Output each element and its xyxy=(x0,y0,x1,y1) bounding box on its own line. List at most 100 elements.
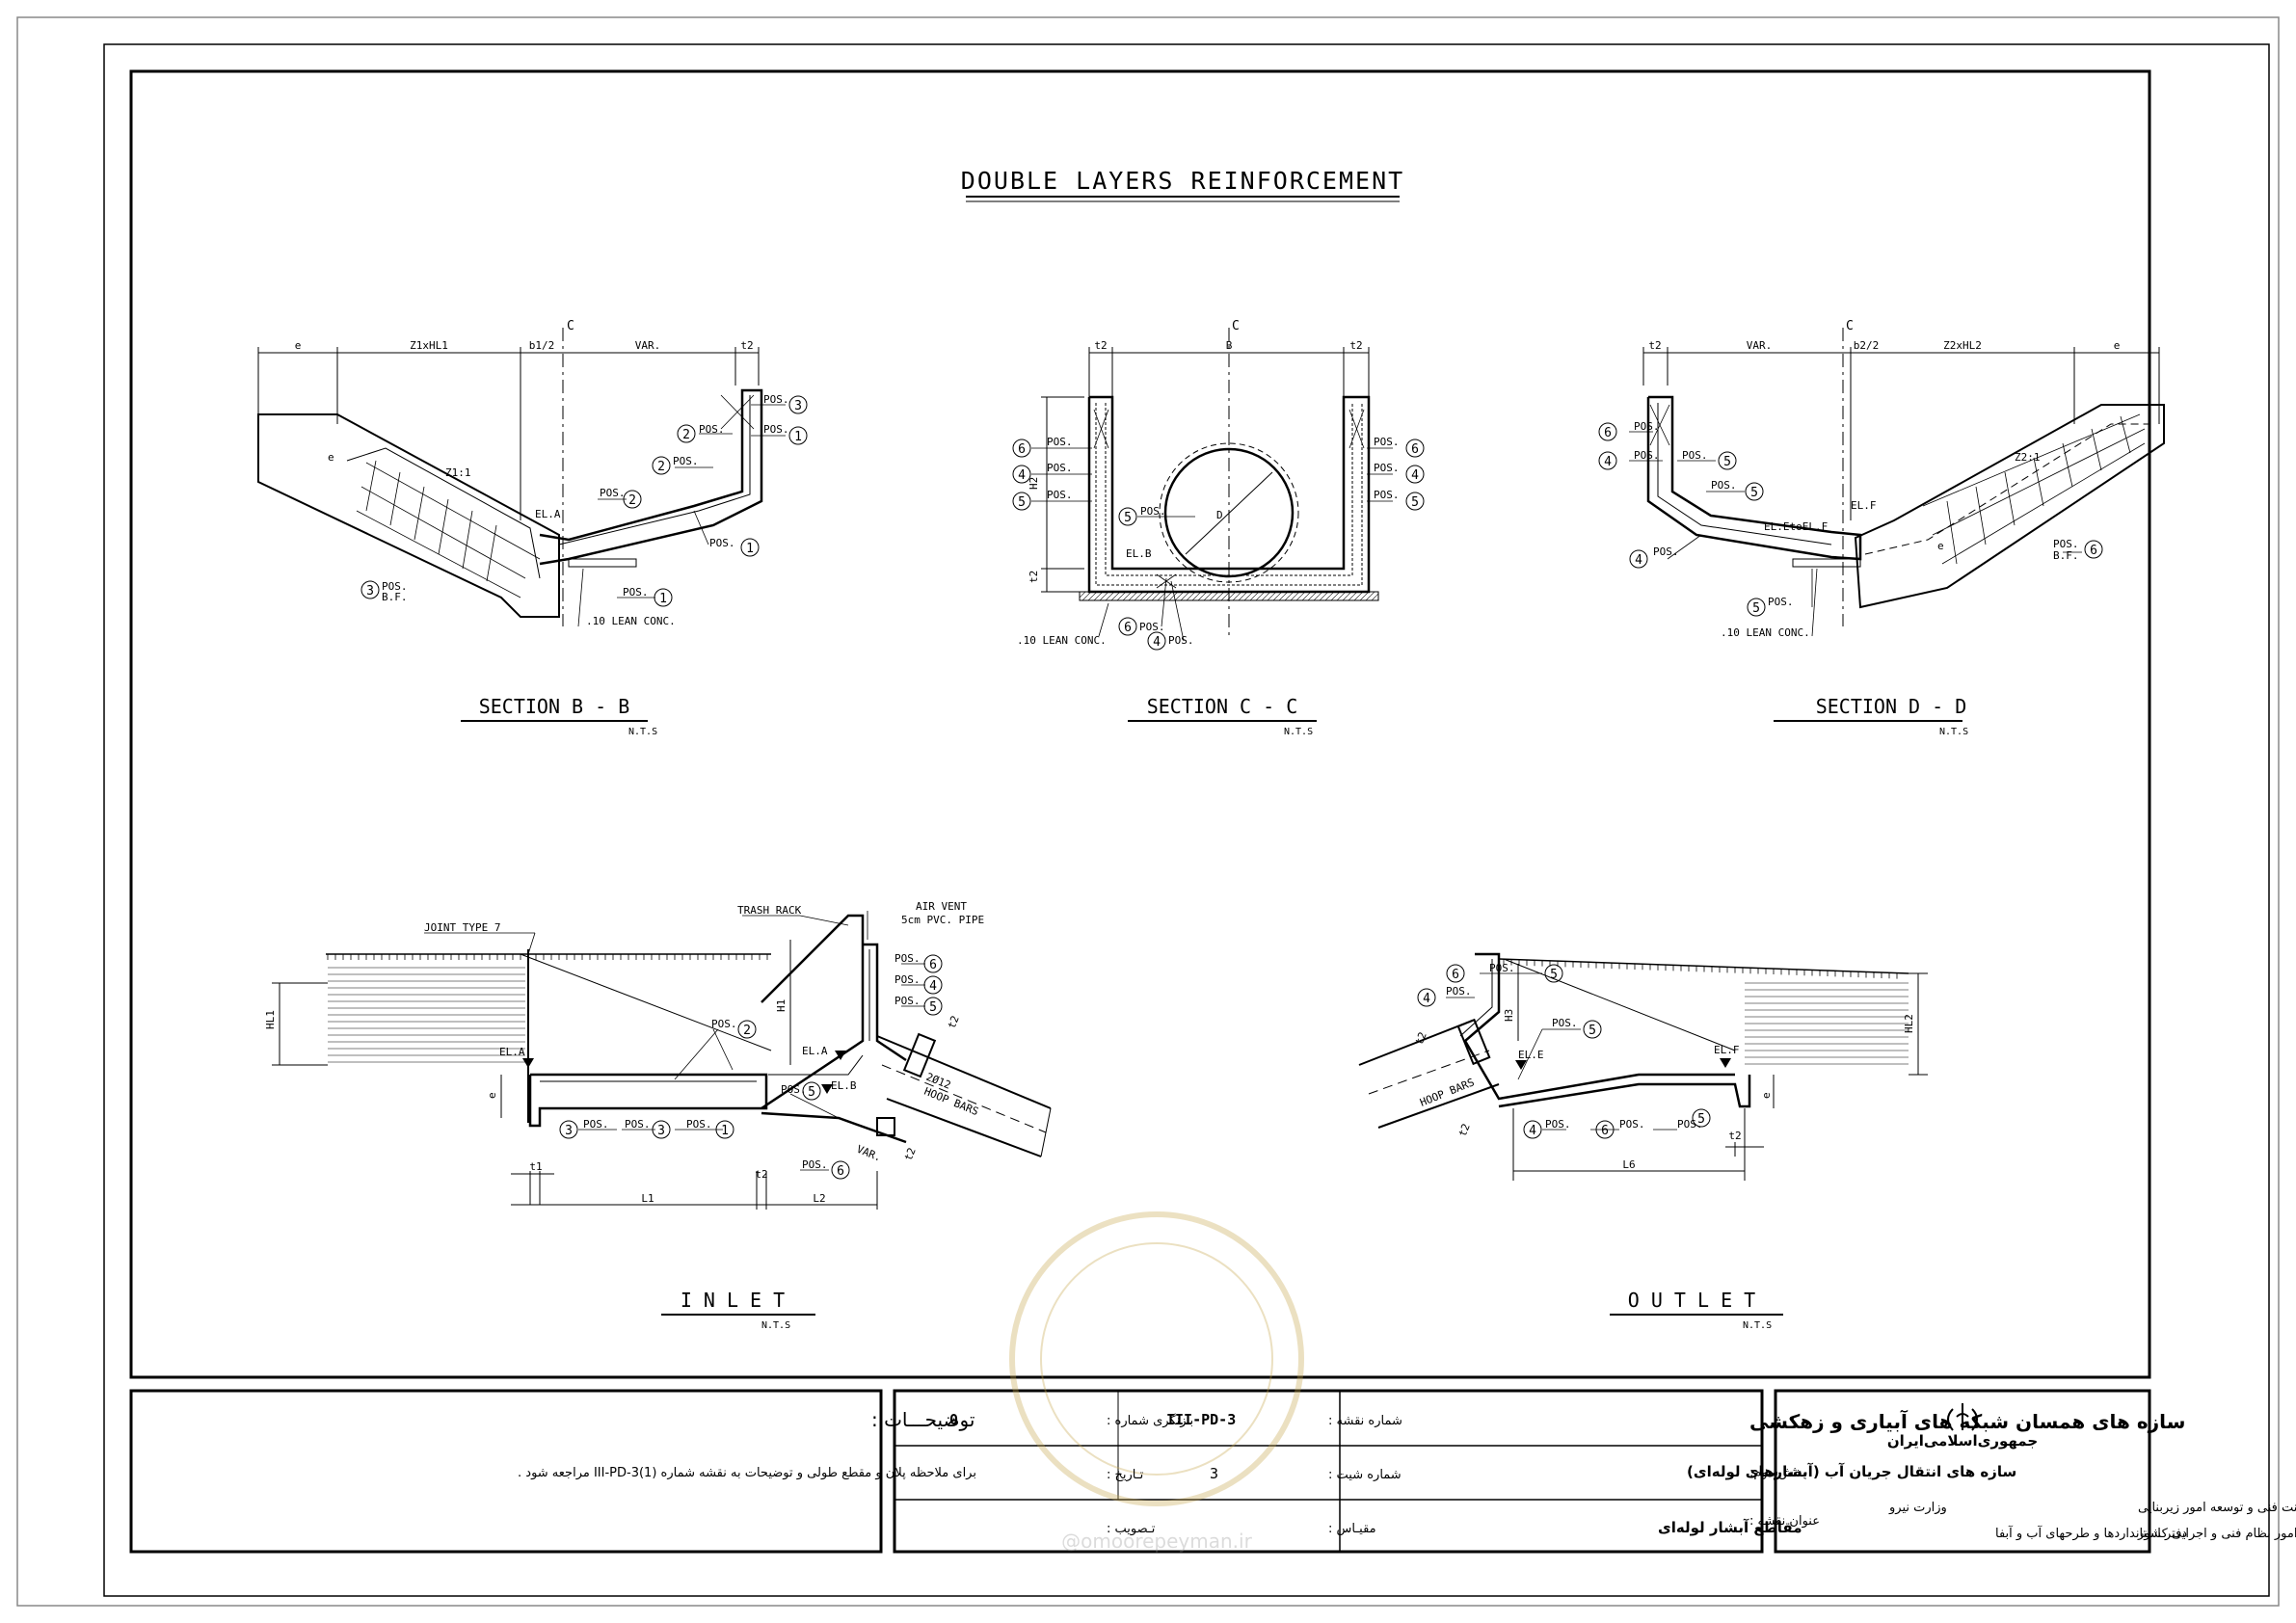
svg-text:B: B xyxy=(1226,339,1233,352)
svg-text:POS.: POS. xyxy=(1374,489,1400,501)
svg-text:POS.: POS. xyxy=(1168,634,1194,647)
svg-text:1: 1 xyxy=(746,542,754,556)
inlet-profile xyxy=(272,911,1052,1210)
outer-trim-border xyxy=(16,16,2280,1607)
svg-text:Z1xHL1: Z1xHL1 xyxy=(410,339,448,352)
svg-text:4: 4 xyxy=(1153,635,1161,650)
section-cc-title: SECTION C - C xyxy=(1147,695,1298,718)
svg-text:POS.: POS. xyxy=(1653,545,1679,558)
revision-value: 0 xyxy=(949,1411,958,1428)
svg-text:POS.: POS. xyxy=(623,586,649,599)
svg-text:POS.: POS. xyxy=(1489,962,1515,974)
svg-text:1: 1 xyxy=(794,430,802,444)
svg-text:e: e xyxy=(328,451,334,464)
inlet-title: I N L E T xyxy=(681,1289,785,1312)
drawing-frame xyxy=(129,69,2151,1379)
svg-text:POS.: POS. xyxy=(1768,596,1794,608)
svg-text:POS.: POS. xyxy=(1047,462,1073,474)
svg-text:5cm PVC. PIPE: 5cm PVC. PIPE xyxy=(901,914,984,926)
svg-text:t2: t2 xyxy=(902,1146,919,1162)
part-value: سازه های انتقال جریان آب (آبشارهای لوله‌… xyxy=(1687,1463,2016,1480)
svg-text:5: 5 xyxy=(808,1085,815,1100)
sheet-no-value: 3 xyxy=(1210,1465,1218,1482)
authority-box xyxy=(1774,1389,2151,1554)
svg-text:3: 3 xyxy=(794,399,802,413)
notes-text: برای ملاحظه پلان و مقطع طولی و توضیحات ب… xyxy=(518,1466,976,1480)
inlet-text: JOINT TYPE 7 TRASH RACK AIR VENT 5cm PVC… xyxy=(264,900,984,1205)
outlet-text: H3 HL2 t2 t2 t2 HOOP BARS EL.E EL.F e L6… xyxy=(1413,962,1915,1171)
section-bb-marks: 3 1 2 2 2 1 1 3 xyxy=(360,395,808,607)
iran-emblem-icon xyxy=(1947,1403,1978,1431)
svg-text:POS.: POS. xyxy=(1374,462,1400,474)
svg-text:3: 3 xyxy=(565,1124,573,1138)
section-cc-nts: N.T.S xyxy=(1284,727,1313,737)
svg-text:@omoorepeyman.ir: @omoorepeyman.ir xyxy=(1061,1530,1252,1553)
section-dd xyxy=(1629,328,2165,637)
svg-text:5: 5 xyxy=(1589,1024,1596,1038)
section-cc-marks: 6 4 5 6 4 5 5 6 4 xyxy=(1012,439,1425,651)
svg-text:1: 1 xyxy=(659,592,667,606)
country-name: جمهوری‌اسلامی‌ایران xyxy=(1887,1432,2038,1450)
svg-text:4: 4 xyxy=(1411,468,1419,483)
svg-text:B.F.: B.F. xyxy=(382,591,408,603)
svg-text:POS.: POS. xyxy=(894,973,921,986)
part-label: بخش‌سوم: xyxy=(1749,1466,1806,1480)
svg-text:t2: t2 xyxy=(1728,1130,1741,1142)
section-bb xyxy=(257,328,786,627)
svg-text:Z2xHL2: Z2xHL2 xyxy=(1943,339,1982,352)
svg-text:6: 6 xyxy=(1604,426,1612,440)
office-2: دفتر استانداردها و طرحهای آب و آبفا xyxy=(1995,1525,2187,1541)
svg-text:H1: H1 xyxy=(775,999,788,1012)
office-1: امور نظام فنی و اجرایی کشور xyxy=(2137,1527,2296,1541)
svg-text:POS.: POS. xyxy=(1140,505,1166,518)
svg-text:POS.: POS. xyxy=(1374,436,1400,448)
svg-text:t2: t2 xyxy=(755,1168,767,1181)
svg-text:VAR.: VAR. xyxy=(635,339,661,352)
svg-text:.10 LEAN CONC.: .10 LEAN CONC. xyxy=(586,615,676,627)
svg-text:C: C xyxy=(1232,319,1240,333)
svg-text:6: 6 xyxy=(1411,442,1419,457)
svg-text:L2: L2 xyxy=(813,1192,825,1205)
svg-text:D: D xyxy=(1216,509,1223,521)
project-box xyxy=(893,1389,1764,1554)
svg-text:HL2: HL2 xyxy=(1903,1014,1915,1033)
svg-text:4: 4 xyxy=(1423,992,1430,1006)
svg-text:POS.: POS. xyxy=(709,537,735,549)
svg-text:5: 5 xyxy=(1018,495,1026,510)
svg-text:3: 3 xyxy=(657,1124,665,1138)
svg-text:5: 5 xyxy=(1697,1112,1705,1127)
svg-text:t2: t2 xyxy=(740,339,753,352)
svg-text:AIR VENT: AIR VENT xyxy=(916,900,967,913)
svg-text:t2: t2 xyxy=(1456,1122,1473,1138)
svg-text:t2: t2 xyxy=(1028,571,1040,583)
svg-text:5: 5 xyxy=(1550,968,1558,982)
scale-label: مقيـاس : xyxy=(1328,1522,1376,1536)
svg-text:POS.: POS. xyxy=(699,423,725,436)
svg-text:4: 4 xyxy=(1018,468,1026,483)
sheet-title-label: عنوان نقشه : xyxy=(1749,1514,1820,1529)
svg-text:POS.: POS. xyxy=(2053,538,2079,550)
svg-text:C: C xyxy=(1846,319,1854,333)
svg-text:5: 5 xyxy=(1411,495,1419,510)
svg-text:4: 4 xyxy=(1604,455,1612,469)
svg-text:POS.: POS. xyxy=(802,1158,828,1171)
svg-text:VAR.: VAR. xyxy=(855,1143,883,1164)
svg-text:EL.F: EL.F xyxy=(1714,1044,1740,1056)
inlet-marks: 6 4 5 2 5 3 3 1 6 xyxy=(559,954,943,1180)
section-cc xyxy=(1031,328,1393,642)
svg-text:4: 4 xyxy=(929,979,937,994)
main-title: DOUBLE LAYERS REINFORCEMENT xyxy=(961,167,1404,195)
svg-text:POS.: POS. xyxy=(673,455,699,467)
title-block xyxy=(129,1389,2151,1554)
map-no-value: III-PD-3 xyxy=(1166,1411,1236,1428)
svg-text:5: 5 xyxy=(1750,486,1758,500)
svg-text:H3: H3 xyxy=(1503,1009,1515,1022)
svg-text:5: 5 xyxy=(1124,511,1132,525)
watermark: @omoorepeyman.ir xyxy=(1009,1211,1304,1553)
inlet-nts: N.T.S xyxy=(761,1320,790,1331)
svg-text:POS.: POS. xyxy=(1619,1118,1645,1131)
svg-text:EL.EtoEL.F: EL.EtoEL.F xyxy=(1764,520,1828,533)
svg-text:POS.: POS. xyxy=(1634,420,1660,433)
svg-text:EL.A: EL.A xyxy=(802,1045,828,1057)
svg-text:POS.: POS. xyxy=(625,1118,651,1131)
